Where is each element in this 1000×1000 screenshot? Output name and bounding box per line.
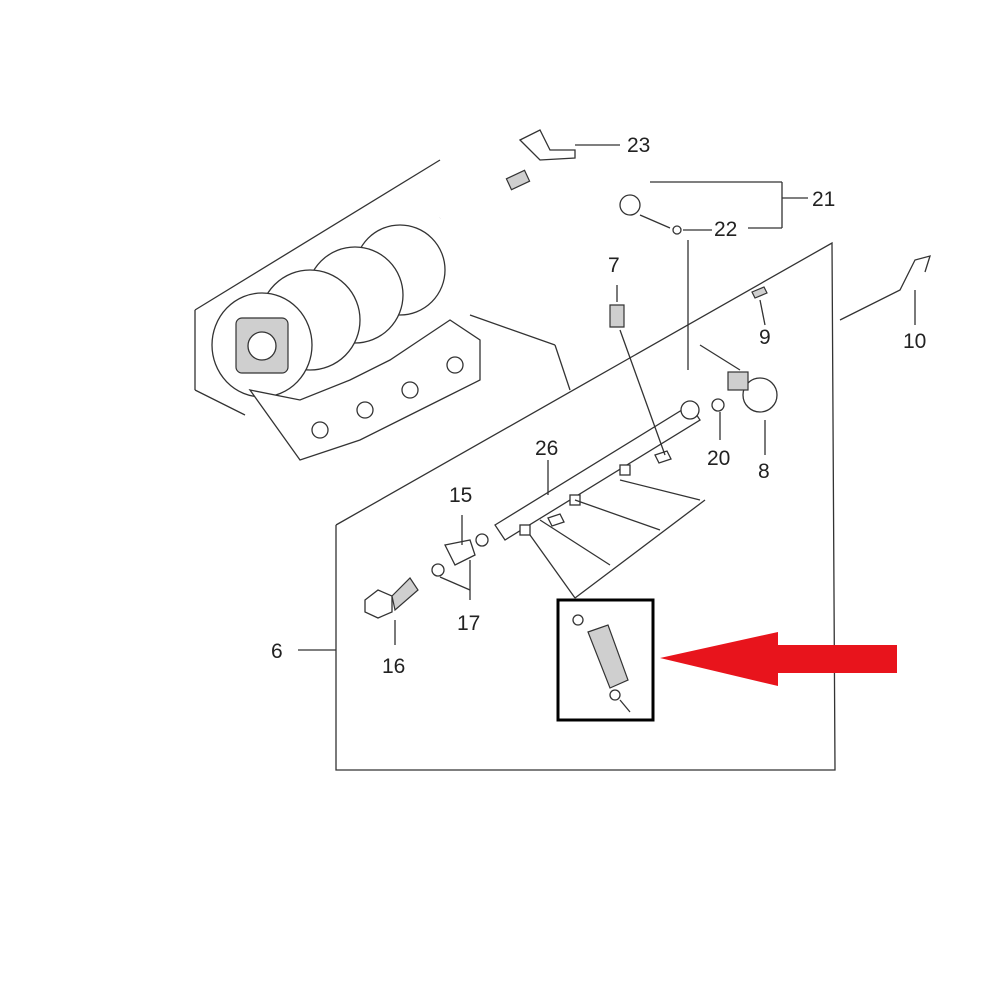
injector-highlight-box: [556, 598, 655, 722]
callout-21: 21: [812, 188, 835, 211]
callout-15: 15: [449, 484, 472, 507]
callout-17: 17: [457, 612, 480, 635]
regulator-parts: [609, 285, 778, 456]
callout-16: 16: [382, 655, 405, 678]
fuel-rail: [494, 400, 706, 599]
red-arrow-icon: [660, 632, 897, 686]
intake-manifold: [194, 159, 571, 461]
callout-7: 7: [608, 254, 620, 277]
callout-8: 8: [758, 460, 770, 483]
mounting-hardware: [364, 515, 489, 645]
hose-clip-10: [839, 255, 931, 325]
callout-9: 9: [759, 326, 771, 349]
callout-26: 26: [535, 437, 558, 460]
callout-6: 6: [271, 640, 283, 663]
assembly-frame: [298, 241, 836, 771]
fuel-pipe-assembly: [439, 129, 808, 370]
fuel-injector: [572, 614, 631, 713]
callout-10: 10: [903, 330, 926, 353]
callout-22: 22: [714, 218, 737, 241]
callout-20: 20: [707, 447, 730, 470]
callout-23: 23: [627, 134, 650, 157]
